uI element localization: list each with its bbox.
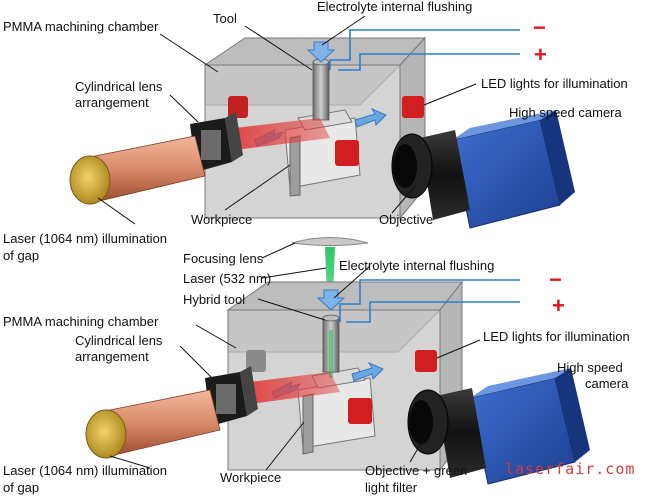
middle-labels: Focusing lens Laser (532 nm) — [183, 251, 271, 286]
bottom-plus-sign: + — [552, 293, 565, 318]
bottom-workpiece-label: Workpiece — [220, 470, 281, 485]
bottom-objective-label-line2: light filter — [365, 480, 418, 495]
top-objective-label: Objective — [379, 212, 433, 227]
bottom-led-label: LED lights for illumination — [483, 329, 630, 344]
bottom-flow-arrow-right-icon — [351, 361, 384, 382]
top-lens-label-line1: Cylindrical lens — [75, 79, 163, 94]
bottom-laser-label-line1: Laser (1064 nm) illumination — [3, 463, 167, 478]
bottom-camera-label-line1: High speed — [557, 360, 623, 375]
top-led-label: LED lights for illumination — [481, 76, 628, 91]
top-wire-plus — [338, 53, 520, 71]
top-flow-arrow-right-icon — [354, 107, 387, 128]
bottom-high-speed-camera-icon — [407, 368, 590, 485]
watermark: laserfair.com — [505, 460, 635, 478]
bottom-lens-label-line2: arrangement — [75, 349, 149, 364]
top-setup — [69, 29, 575, 229]
bottom-laser-label-line2: of gap — [3, 480, 39, 495]
top-laser-source-icon — [69, 135, 206, 205]
bottom-labels: Electrolyte internal flushing Hybrid too… — [3, 258, 630, 495]
bottom-chamber-label: PMMA machining chamber — [3, 314, 159, 329]
top-high-speed-camera-icon — [391, 110, 575, 229]
bottom-objective-label-line1: Objective + green — [365, 463, 467, 478]
top-labels: PMMA machining chamber Tool Electrolyte … — [3, 0, 628, 263]
focusing-lens-label: Focusing lens — [183, 251, 264, 266]
leader-lines — [97, 15, 481, 471]
top-flush-arrow-icon — [306, 41, 336, 63]
bottom-laser-beam — [250, 372, 340, 404]
bottom-wire-plus — [346, 301, 520, 323]
bottom-laser-source-icon — [85, 389, 221, 459]
focusing-lens-icon — [291, 237, 369, 246]
laser-532-label: Laser (532 nm) — [183, 271, 271, 286]
top-flushing-label: Electrolyte internal flushing — [317, 0, 472, 14]
top-laser-label-line1: Laser (1064 nm) illumination — [3, 231, 167, 246]
bottom-setup — [85, 279, 590, 485]
top-led-left-icon — [228, 96, 248, 118]
power-signs: − + − + — [533, 15, 565, 318]
bottom-led-right-icon — [415, 350, 437, 372]
top-laser-label-line2: of gap — [3, 248, 39, 263]
bottom-hybrid-tool-label: Hybrid tool — [183, 292, 245, 307]
bottom-camera-label-line2: camera — [585, 376, 629, 391]
top-plus-sign: + — [534, 42, 547, 67]
top-laser-beam — [235, 118, 330, 150]
top-lens-label-line2: arrangement — [75, 95, 149, 110]
bottom-minus-sign: − — [549, 267, 562, 292]
top-minus-sign: − — [533, 15, 546, 40]
top-workpiece-label: Workpiece — [191, 212, 252, 227]
top-tool-icon — [312, 58, 330, 121]
bottom-lens-label-line1: Cylindrical lens — [75, 333, 163, 348]
bottom-wire-minus — [339, 279, 520, 322]
top-led-right-icon — [402, 96, 424, 118]
bottom-workpiece — [297, 367, 376, 455]
top-wire-minus — [329, 29, 520, 70]
bottom-hybrid-tool-icon — [322, 314, 340, 378]
bottom-flushing-label: Electrolyte internal flushing — [339, 258, 494, 273]
top-chamber-label: PMMA machining chamber — [3, 19, 159, 34]
top-camera-label: High speed camera — [509, 105, 622, 120]
top-tool-label: Tool — [213, 11, 237, 26]
